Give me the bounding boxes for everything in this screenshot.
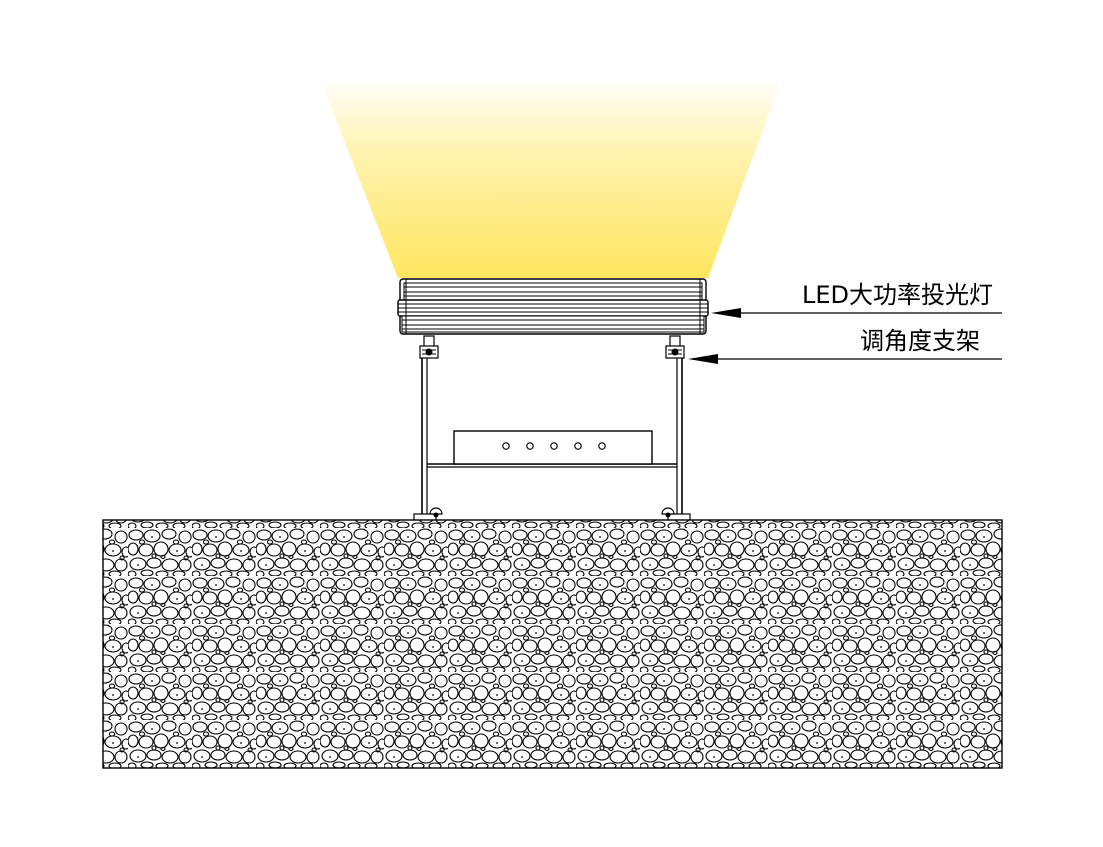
arrowhead-icon [688, 354, 718, 364]
indicator-dots [502, 442, 606, 450]
callout-adjustable-bracket: 调角度支架 [688, 327, 1002, 364]
led-floodlight [397, 278, 709, 335]
indicator-dot [526, 442, 534, 450]
callout-led-floodlight: LED大功率投光灯 [711, 281, 1002, 318]
indicator-dot [574, 442, 582, 450]
indicator-dot [598, 442, 606, 450]
light-beam [322, 84, 780, 278]
indicator-dot [550, 442, 558, 450]
label-adjustable-bracket: 调角度支架 [860, 327, 980, 355]
label-led-floodlight: LED大功率投光灯 [802, 281, 993, 309]
stone-base [102, 519, 1003, 769]
indicator-dot [502, 442, 510, 450]
adjustable-bracket [413, 335, 691, 522]
arrowhead-icon [711, 308, 741, 318]
driver-box [453, 430, 653, 465]
